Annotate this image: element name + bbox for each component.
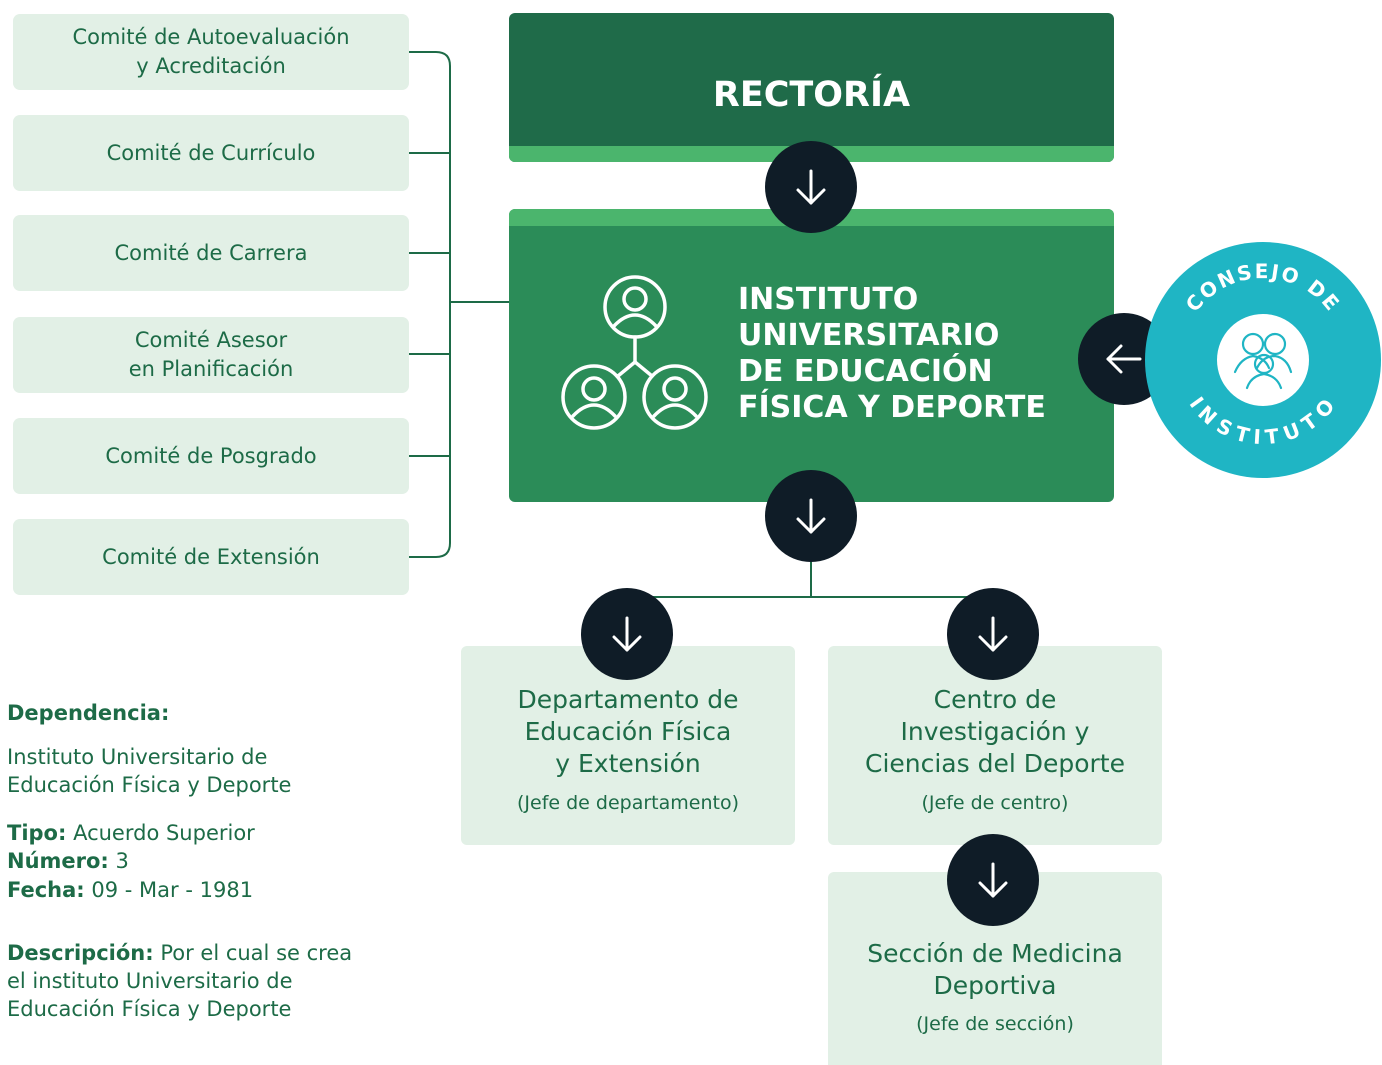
- arrow-down-icon: [581, 588, 673, 680]
- rectoria-title: RECTORÍA: [712, 75, 911, 115]
- instituto-title: INSTITUTO UNIVERSITARIO DE EDUCACIÓN FÍS…: [738, 282, 1046, 425]
- numero-label: Número:: [7, 849, 109, 873]
- tipo-value: Acuerdo Superior: [73, 821, 255, 845]
- committee-autoevaluacion: Comité de Autoevaluación y Acreditación: [13, 14, 409, 90]
- unit-role: (Jefe de centro): [921, 792, 1069, 814]
- dependencia-label: Dependencia:: [7, 701, 170, 725]
- committee-posgrado: Comité de Posgrado: [13, 418, 409, 494]
- numero-line: Número: 3: [7, 847, 129, 875]
- arrow-down-icon: [765, 470, 857, 562]
- descripcion-label: Descripción:: [7, 941, 154, 965]
- fecha-value: 09 - Mar - 1981: [91, 878, 254, 902]
- people-group-icon: [1233, 332, 1293, 390]
- committee-curriculo: Comité de Currículo: [13, 115, 409, 191]
- descripcion-value: Por el cual se crea el instituto Univers…: [7, 941, 353, 1021]
- unit-name: Sección de Medicina Deportiva: [867, 939, 1123, 1000]
- unit-name: Departamento de Educación Física y Exten…: [517, 685, 739, 778]
- committee-extension: Comité de Extensión: [13, 519, 409, 595]
- numero-value: 3: [115, 849, 129, 873]
- fecha-line: Fecha: 09 - Mar - 1981: [7, 876, 253, 904]
- fecha-label: Fecha:: [7, 878, 85, 902]
- committee-carrera: Comité de Carrera: [13, 215, 409, 291]
- unit-name: Centro de Investigación y Ciencias del D…: [864, 685, 1125, 778]
- arrow-down-icon: [765, 141, 857, 233]
- tipo-line: Tipo: Acuerdo Superior: [7, 819, 255, 847]
- dependencia-value: Instituto Universitario de Educación Fís…: [7, 745, 292, 797]
- unit-role: (Jefe de sección): [916, 1013, 1074, 1035]
- arrow-down-icon: [947, 834, 1039, 926]
- instituto-box: INSTITUTO UNIVERSITARIO DE EDUCACIÓN FÍS…: [509, 209, 1114, 502]
- committee-planificacion: Comité Asesor en Planificación: [13, 317, 409, 393]
- tipo-label: Tipo:: [7, 821, 67, 845]
- consejo-badge: CONSEJO DE INSTITUTO: [1145, 242, 1381, 478]
- unit-role: (Jefe de departamento): [517, 792, 739, 814]
- descripcion-block: Descripción: Por el cual se crea el inst…: [7, 939, 352, 1023]
- arrow-down-icon: [947, 588, 1039, 680]
- people-network-icon: [561, 275, 708, 430]
- rectoria-box: RECTORÍA: [509, 13, 1114, 162]
